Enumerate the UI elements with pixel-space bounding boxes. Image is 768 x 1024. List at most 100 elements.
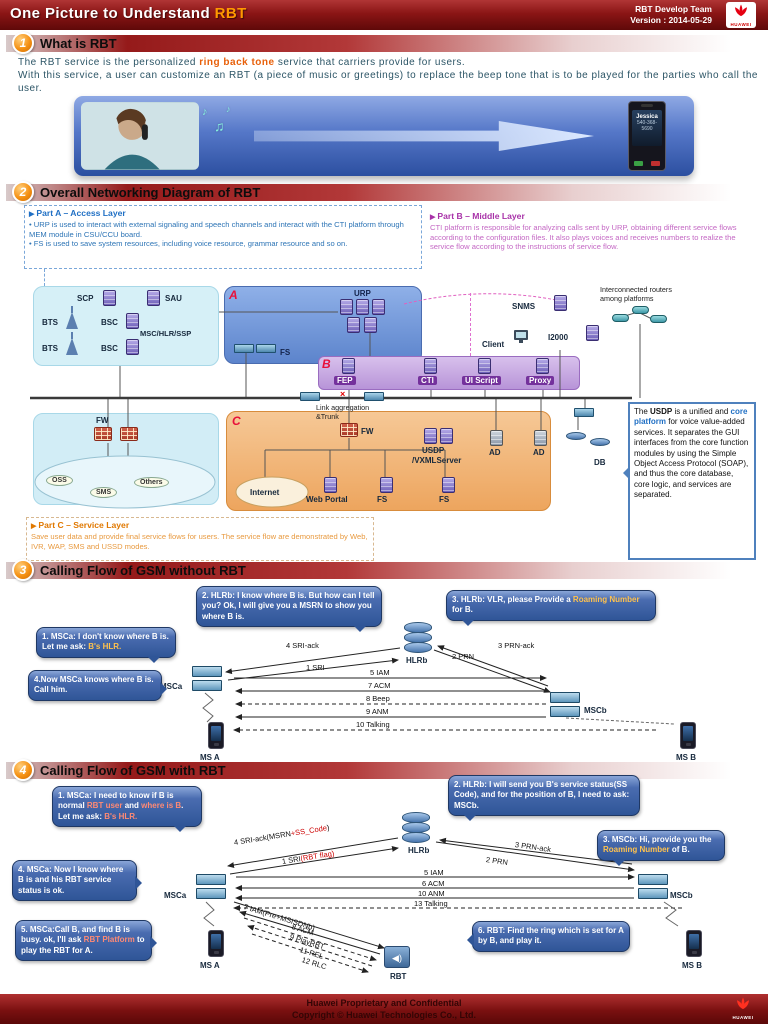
ui-script-server-icon	[478, 358, 491, 374]
cti-label: CTI	[418, 376, 437, 385]
msg-anm: 10 ANM	[418, 889, 445, 898]
bubble-accent: RBT user	[86, 801, 123, 811]
bubble-hlrb-send: 2. HLRb: I will send you B's service sta…	[448, 775, 640, 822]
bubble-text: 2. HLRb: I know where B is. But how can …	[202, 591, 375, 621]
internet-label: Internet	[250, 488, 280, 497]
db-switch-icon	[574, 408, 594, 417]
music-note-icon	[226, 104, 231, 114]
section-1-number-text: 1	[19, 36, 27, 50]
bubble-accent: Roaming Number	[603, 845, 670, 855]
part-a-connector	[44, 269, 45, 286]
bsc-server-icon	[126, 339, 139, 355]
usdp-label: USDP	[422, 446, 445, 455]
intro-text-2: service that carriers provide for users.	[274, 57, 466, 68]
ms-b-label: MS B	[682, 961, 702, 970]
tag-c: C	[232, 414, 241, 428]
fs-label: FS	[377, 495, 388, 504]
others-node: Others	[134, 477, 169, 488]
fep-server-icon	[342, 358, 355, 374]
mscb-label: MSCb	[584, 706, 607, 715]
huawei-logo: HUAWEI	[726, 2, 756, 28]
ms-b-phone-icon	[680, 722, 696, 749]
bubble-text: 4. MSCa: Now I know where B is and his R…	[18, 865, 124, 895]
phone-screen: Jessica 540-368-5690	[632, 110, 662, 146]
mscb-label: MSCb	[670, 891, 693, 900]
intro-text-3: With this service, a user can customize …	[18, 70, 758, 94]
client-label: Client	[482, 340, 505, 349]
bts-label: BTS	[42, 344, 58, 353]
huawei-flower-icon	[736, 997, 750, 1010]
urp-server-icon	[364, 317, 377, 333]
urp-server-icon	[340, 299, 353, 315]
bubble-accent: RBT Platform	[83, 935, 135, 945]
flow3-arrows	[202, 645, 675, 733]
fs-label: FS	[439, 495, 450, 504]
music-note-icon	[202, 106, 208, 118]
bts-tower-icon	[66, 306, 78, 329]
huawei-flower-icon	[734, 4, 748, 17]
rbt-platform-icon	[384, 946, 410, 968]
msca-switch-icon	[192, 666, 222, 691]
msg-sri: 1 SRI	[306, 663, 325, 672]
rbt-label: RBT	[390, 972, 407, 981]
part-a-note: Part A – Access Layer • URP is used to i…	[24, 205, 422, 269]
section-2-title: Overall Networking Diagram of RBT	[40, 185, 261, 200]
brand-text: HUAWEI	[730, 22, 752, 27]
caller-name: Jessica	[636, 114, 658, 120]
rbt-banner: Jessica 540-368-5690	[74, 96, 694, 176]
fs-server-icon	[442, 477, 455, 493]
vxml-label: /VXMLServer	[412, 456, 462, 465]
database-icon	[590, 438, 610, 446]
section-3-number-text: 3	[19, 563, 27, 577]
ms-b-label: MS B	[676, 753, 696, 762]
fw-label: FW	[96, 416, 109, 425]
section-1-number: 1	[12, 32, 34, 54]
msca-label: MSCa	[160, 682, 182, 691]
web-portal-label: Web Portal	[306, 495, 348, 504]
part-c-title-text: Part C – Service Layer	[38, 520, 130, 530]
msg-prn: 2 PRN	[452, 652, 475, 661]
section-2-number: 2	[12, 181, 34, 203]
part-c-text: Save user data and provide final service…	[31, 531, 368, 551]
fs-switch-icon	[256, 344, 276, 353]
msg-iam: 5 IAM	[424, 868, 444, 877]
tag-b: B	[322, 357, 331, 371]
bubble-text: 4.Now MSCa knows where B is. Call him.	[34, 675, 154, 695]
cti-server-icon	[424, 358, 437, 374]
page-title: One Picture to Understand RBT	[10, 5, 247, 22]
section-3-title: Calling Flow of GSM without RBT	[40, 563, 246, 578]
bubble-accent: B's HLR.	[88, 642, 122, 652]
i2000-server-icon	[586, 325, 599, 341]
router-icon	[632, 306, 649, 314]
arrow-icon	[430, 211, 437, 221]
scp-label: SCP	[77, 294, 94, 303]
intro-text-1: The RBT service is the personalized	[18, 57, 200, 68]
oss-node: OSS	[46, 475, 73, 486]
bubble-accent: Roaming Number	[572, 595, 640, 604]
bubble-text: 6. RBT: Find the ring which is set for A…	[478, 926, 624, 946]
reject-button-icon	[651, 161, 660, 166]
part-a-bullet-1: • URP is used to interact with external …	[29, 219, 404, 239]
proxy-label: Proxy	[526, 376, 555, 385]
router-icon	[650, 315, 667, 323]
bubble-hlrb-prn: 3. HLRb: VLR, please Provide a Roaming N…	[446, 590, 656, 626]
fw-label: FW	[361, 427, 374, 436]
sms-node: SMS	[90, 487, 118, 498]
bubble-text: . Let me ask:	[58, 801, 184, 821]
part-b-title: Part B – Middle Layer	[430, 211, 756, 223]
db-label: DB	[594, 458, 606, 467]
page-title-text: One Picture to Understand	[10, 5, 215, 22]
section-3-bar	[6, 562, 762, 579]
arrow-icon	[29, 208, 36, 218]
msg-acm: 7 ACM	[368, 681, 391, 690]
ms-a-phone-icon	[208, 930, 224, 957]
bubble-text: to play the RBT for A.	[21, 935, 145, 955]
huawei-logo: HUAWEI	[728, 997, 758, 1020]
bubble-text: 1. MSCa: I need to know if B is normal	[58, 791, 174, 811]
mscb-switch-icon	[638, 874, 668, 899]
router-icon	[612, 314, 629, 322]
bsc-label: BSC	[101, 318, 118, 327]
usdp-server-icon	[424, 428, 437, 444]
hlrb-label: HLRb	[406, 656, 428, 665]
proxy-server-icon	[536, 358, 549, 374]
